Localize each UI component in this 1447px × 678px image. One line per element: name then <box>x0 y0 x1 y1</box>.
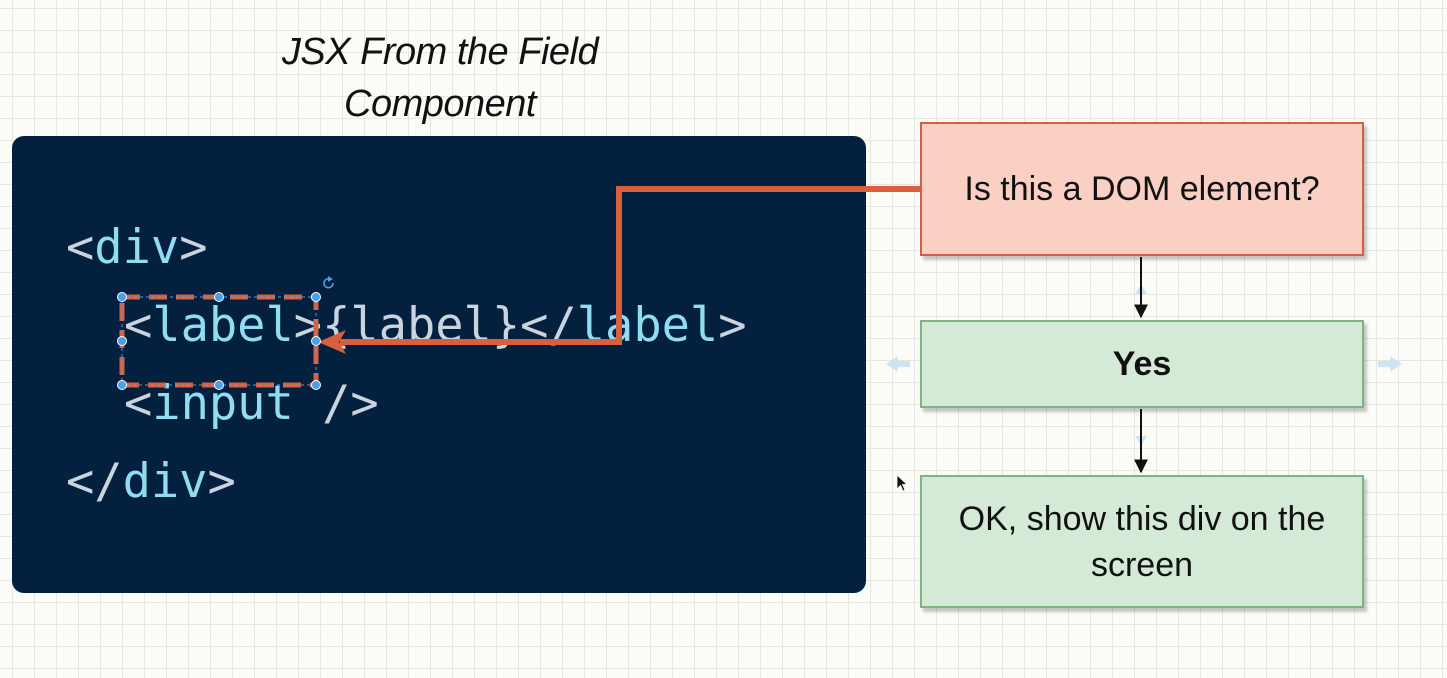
code-token: > <box>179 220 208 275</box>
code-line-label: <label>{label}</label> <box>124 298 747 354</box>
result-box[interactable]: OK, show this div on the screen <box>920 475 1364 608</box>
code-expression: {label} <box>322 298 521 353</box>
code-token: > <box>293 298 323 353</box>
answer-box[interactable]: Yes <box>920 320 1364 408</box>
code-token: </ <box>66 454 123 509</box>
code-token: < <box>66 220 95 275</box>
code-line-input: <input /> <box>124 376 379 432</box>
code-token: > <box>718 298 747 353</box>
answer-text: Yes <box>1112 345 1172 383</box>
code-line-div-close: </div> <box>66 454 236 510</box>
code-token: input <box>152 376 294 431</box>
code-token: label <box>152 298 294 353</box>
code-token: label <box>576 298 719 353</box>
code-token: div <box>122 454 208 509</box>
code-token: > <box>207 454 236 509</box>
code-token: /> <box>293 376 379 431</box>
question-text: Is this a DOM element? <box>964 170 1320 208</box>
mouse-cursor-icon <box>896 474 909 492</box>
code-token: </ <box>520 298 577 353</box>
code-token: < <box>124 298 153 353</box>
title-line-1: JSX From the Field <box>281 31 599 73</box>
code-token: div <box>94 220 180 275</box>
result-text: OK, show this div on the screen <box>958 499 1326 584</box>
code-token: < <box>124 376 153 431</box>
question-box[interactable]: Is this a DOM element? <box>920 122 1364 256</box>
code-panel <box>12 136 866 593</box>
title-line-2: Component <box>344 83 536 125</box>
diagram-title: JSX From the Field Component <box>200 26 680 130</box>
code-line-div-open: <div> <box>66 220 207 276</box>
